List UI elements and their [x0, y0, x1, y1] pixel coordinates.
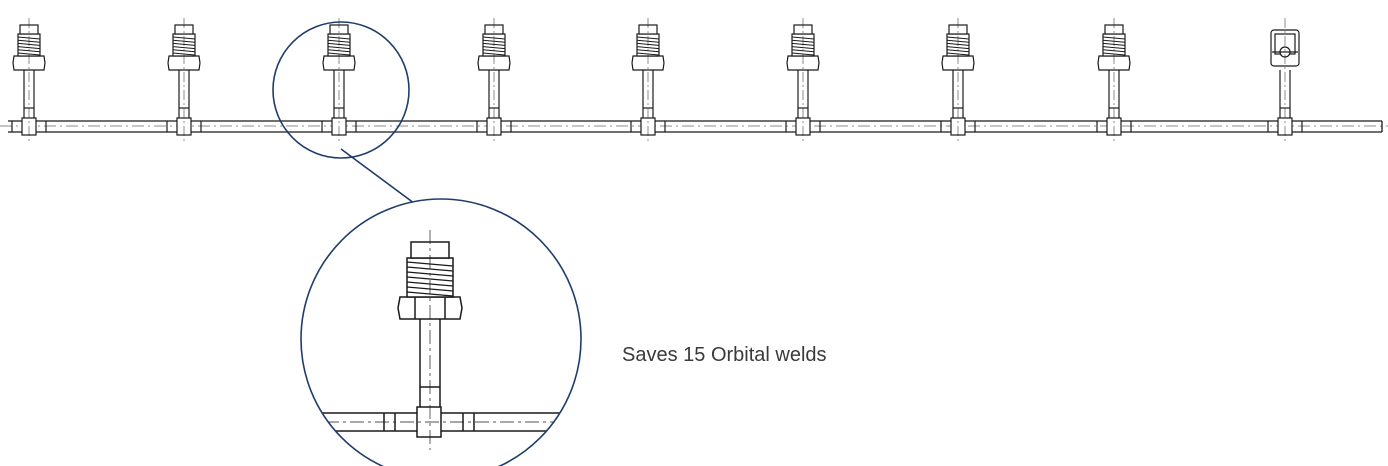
- flare-tee-fitting: [476, 18, 512, 142]
- flare-tee-fitting: [166, 18, 202, 142]
- flare-tee-fitting: [11, 18, 47, 142]
- flare-tee-fitting: [940, 18, 976, 142]
- flare-tee-fitting: [1096, 18, 1132, 142]
- weld-savings-caption: Saves 15 Orbital welds: [622, 344, 827, 366]
- detail-marker-circle: [272, 21, 410, 159]
- header-pipe: [0, 120, 1388, 133]
- detail-callout: [272, 21, 431, 216]
- fitting-row: [11, 18, 1303, 142]
- valve-tee-fitting: [1267, 18, 1303, 142]
- flare-tee-fitting: [785, 18, 821, 142]
- flare-tee-fitting: [321, 18, 357, 142]
- detail-view: [300, 198, 582, 466]
- flare-tee-fitting: [630, 18, 666, 142]
